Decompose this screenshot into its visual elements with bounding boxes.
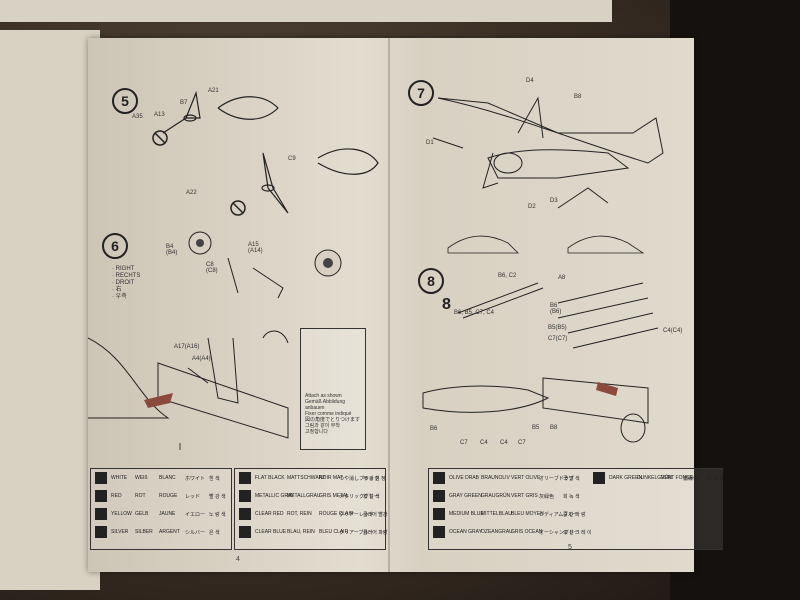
part-b8-bottom: B8 bbox=[550, 425, 558, 431]
part-a35: A35 bbox=[132, 114, 143, 120]
part-b7: B7 bbox=[180, 100, 188, 106]
part-count-8: 8 bbox=[442, 296, 451, 313]
callout-line: Attach as shown bbox=[305, 393, 342, 399]
part-b5-bottom: B5 bbox=[532, 425, 540, 431]
prohibited-icon-1 bbox=[152, 130, 168, 146]
cockpit-detail-1 bbox=[447, 235, 519, 254]
cockpit-detail-2 bbox=[567, 235, 645, 254]
page-fold bbox=[388, 38, 390, 572]
propeller-assembly-2 bbox=[261, 148, 379, 214]
side-label-kr: 우측 bbox=[112, 294, 140, 301]
part-c7-c7: C7(C7) bbox=[548, 336, 568, 342]
part-a4: A4(A4) bbox=[192, 356, 211, 362]
side-label-jp: 右 bbox=[112, 287, 140, 294]
propeller-assembly-1 bbox=[162, 90, 279, 134]
instruction-sheet: 5 6 7 8 8 B7 A35 A13 A21 C9 A22 B4 (B4) … bbox=[88, 38, 724, 572]
part-d4: D4 bbox=[526, 78, 534, 84]
rocket-rails bbox=[457, 282, 659, 349]
callout-line: 고정합니다 bbox=[305, 429, 329, 435]
callout-line: 그림과 같이 부착 bbox=[305, 423, 340, 429]
part-c4-bottom: C4 bbox=[480, 440, 488, 446]
part-c7-bottom: C7 bbox=[460, 440, 468, 446]
part-d3: D3 bbox=[550, 198, 558, 204]
side-label-rechts: RECHTS bbox=[112, 273, 141, 280]
part-c7b-bottom: C7 bbox=[518, 440, 526, 446]
part-c8: C8 (C8) bbox=[206, 262, 218, 274]
line-art bbox=[88, 90, 664, 450]
step-number-8: 8 bbox=[418, 268, 444, 294]
part-b6-bottom: B6 bbox=[430, 426, 438, 432]
part-a13: A13 bbox=[154, 112, 165, 118]
part-b8: B8 bbox=[574, 94, 582, 100]
side-label-list: RIGHT RECHTS DROIT 右 우측 bbox=[112, 266, 141, 301]
part-d1: D1 bbox=[426, 140, 434, 146]
part-b6-c2: B6, C2 bbox=[498, 273, 517, 279]
part-a8: A8 bbox=[558, 275, 566, 281]
attach-callout: Attach as shown Gemäß Abbildung anbauen … bbox=[300, 328, 366, 450]
step-number-5: 5 bbox=[112, 88, 138, 114]
page-number-right: 5 bbox=[568, 544, 572, 551]
part-c4-c4: C4(C4) bbox=[663, 328, 683, 334]
callout-text: Attach as shown Gemäß Abbildung anbauen … bbox=[305, 393, 365, 435]
callout-line: 図の角度でとりつけます bbox=[305, 417, 361, 423]
part-a22: A22 bbox=[186, 190, 197, 196]
landing-gear-assembly bbox=[157, 330, 289, 439]
prohibited-icon-2 bbox=[230, 200, 246, 216]
callout-line: Fixer comme indiqué bbox=[305, 411, 352, 417]
part-a15: A15 (A14) bbox=[248, 242, 263, 254]
part-c4b-bottom: C4 bbox=[500, 440, 508, 446]
red-markings bbox=[144, 382, 618, 408]
box-edge-top bbox=[0, 0, 612, 22]
part-c9: C9 bbox=[288, 156, 296, 162]
part-a17: A17(A16) bbox=[174, 344, 200, 350]
side-label-droit: DROIT bbox=[112, 280, 140, 287]
side-label-right: RIGHT bbox=[112, 266, 140, 273]
aircraft-drawing bbox=[432, 96, 664, 209]
part-b6-b6: B6 (B6) bbox=[550, 303, 562, 315]
part-d2: D2 bbox=[528, 204, 536, 210]
callout-line: Gemäß Abbildung anbauen bbox=[305, 399, 346, 411]
previous-page-edge bbox=[0, 30, 100, 590]
step-number-7: 7 bbox=[408, 80, 434, 106]
page-number-left: 4 bbox=[236, 556, 240, 563]
part-b6-b5-c7-c4: B6, B5, C7, C4 bbox=[454, 310, 495, 316]
step-number-6: 6 bbox=[102, 233, 128, 259]
part-a21: A21 bbox=[208, 88, 219, 94]
part-b4: B4 (B4) bbox=[166, 244, 178, 256]
part-b5-b5: B5(B5) bbox=[548, 325, 567, 331]
wing-underside bbox=[422, 377, 649, 443]
